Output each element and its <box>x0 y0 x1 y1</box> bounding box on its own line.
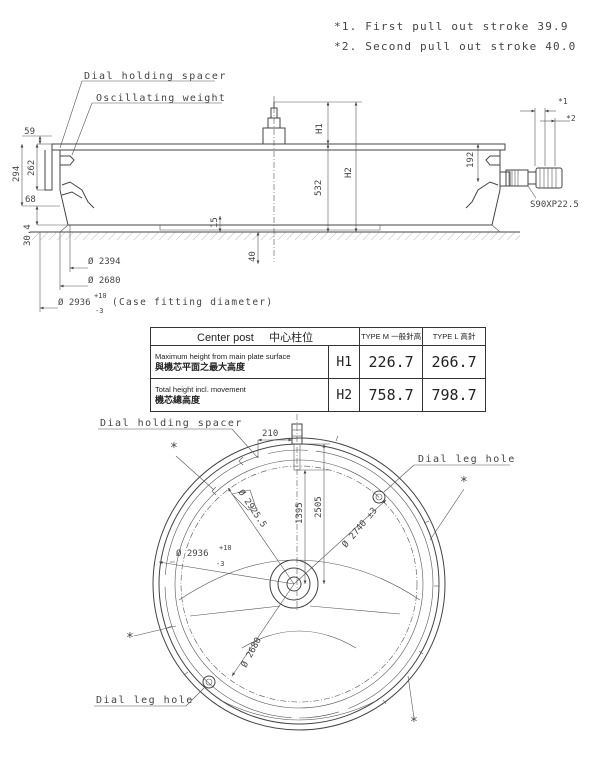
dim-top-dia-2936: Ø 2936 <box>176 548 209 559</box>
mark-star-2: *2 <box>566 114 576 123</box>
asterisk-mark-1: * <box>170 441 178 456</box>
center-post-label-cn: 中心柱位 <box>269 331 314 344</box>
top-view: Dial holding spacer Dial leg hole Dial l… <box>94 414 516 731</box>
asterisk-mark-4: * <box>410 715 418 730</box>
row-value-type-l: 798.7 <box>422 378 486 412</box>
dim-dia-2936: Ø 2936 <box>58 297 91 308</box>
label-oscillating-weight: Oscillating weight <box>96 93 226 104</box>
dim-top-dia-2740: Ø 2740 ±3 <box>340 505 380 549</box>
dim-dia-2680: Ø 2680 <box>88 275 121 286</box>
dim-top-tol-plus: +10 <box>219 544 232 552</box>
dim-tol-minus: -3 <box>95 307 103 315</box>
label-bottom-dial-leg-hole: Dial leg hole <box>96 695 194 706</box>
dim-top-tol-minus: -3 <box>216 560 224 568</box>
asterisk-mark-2: * <box>460 475 468 490</box>
dim-top-210: 210 <box>262 429 278 439</box>
dim-dia-2394: Ø 2394 <box>88 256 121 267</box>
row-value-type-l: 266.7 <box>422 345 486 379</box>
center-post-label: Center post <box>197 331 254 344</box>
note-second-stroke: *2. Second pull out stroke 40.0 <box>334 40 577 53</box>
row-description-en: Maximum height from main plate surface <box>155 351 291 361</box>
note-first-stroke: *1. First pull out stroke 39.9 <box>334 20 569 33</box>
row-description: Total height incl. movement 機芯總高度 <box>149 378 330 412</box>
dim-h2: H2 <box>344 167 354 178</box>
table-header-type-l: TYPE L 高針 <box>422 327 486 346</box>
center-post-spec-table: Center post 中心柱位 TYPE M 一般針高 TYPE L 高針 M… <box>149 327 486 412</box>
dim-40: 40 <box>248 251 258 262</box>
label-top-dial-holding-spacer: Dial holding spacer <box>100 418 243 429</box>
dim-h1: H1 <box>315 123 325 134</box>
mark-star-1: *1 <box>558 97 568 106</box>
dim-30-4: 30.4 <box>23 224 33 246</box>
dim-tol-plus: +10 <box>94 292 107 300</box>
dim-192: 192 <box>466 152 476 168</box>
row-description: Maximum height from main plate surface 與… <box>149 345 330 379</box>
dim-top-1395: 1395 <box>295 502 305 524</box>
row-value-type-m: 758.7 <box>359 378 424 412</box>
table-header-center-post: Center post 中心柱位 <box>149 327 361 346</box>
table-row: Total height incl. movement 機芯總高度 H2 758… <box>149 378 486 412</box>
label-case-fitting: (Case fitting diameter) <box>112 297 273 308</box>
row-value-type-m: 226.7 <box>359 345 424 379</box>
asterisk-mark-3: * <box>126 631 134 646</box>
dim-15: 15 <box>210 217 220 228</box>
dim-68: 68 <box>25 195 36 205</box>
dim-top-2505: 2505 <box>314 496 324 518</box>
table-row: Maximum height from main plate surface 與… <box>149 345 486 379</box>
row-description-cn: 與機芯平面之最大高度 <box>155 361 246 372</box>
label-dial-holding-spacer: Dial holding spacer <box>84 71 227 82</box>
dim-532: 532 <box>314 180 324 196</box>
dim-262: 262 <box>27 160 37 176</box>
row-description-en: Total height incl. movement <box>155 384 246 394</box>
dim-59: 59 <box>24 127 35 137</box>
row-description-cn: 機芯總高度 <box>155 394 201 405</box>
label-top-dial-leg-hole: Dial leg hole <box>418 454 516 465</box>
side-view: Dial holding spacer Oscillating weight <box>12 71 579 315</box>
row-symbol: H2 <box>328 378 361 412</box>
label-crown-stem: S90XP22.5 <box>530 200 579 210</box>
table-header-type-m: TYPE M 一般針高 <box>359 327 424 346</box>
dim-294: 294 <box>12 166 22 182</box>
dim-top-dia-2680: Ø 2680 <box>239 636 264 670</box>
row-symbol: H1 <box>328 345 361 379</box>
